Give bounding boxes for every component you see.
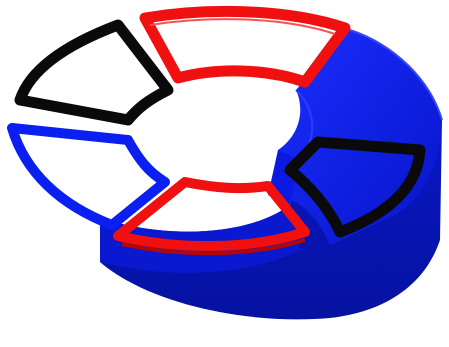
red-frame-top: [145, 11, 345, 82]
black-frame-left: [20, 25, 168, 120]
